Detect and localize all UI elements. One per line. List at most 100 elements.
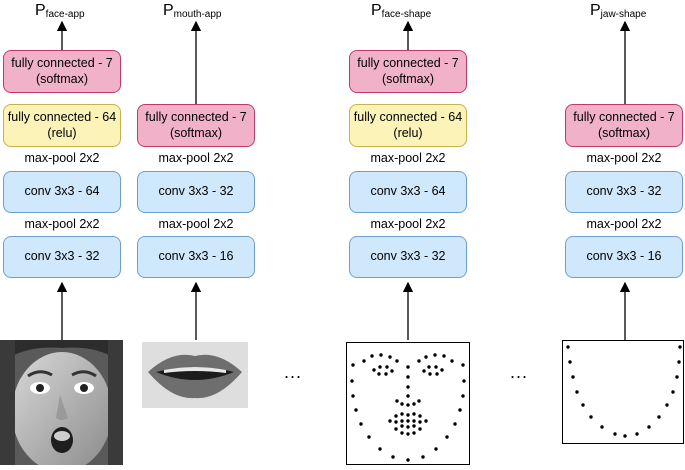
landmark-dot	[450, 359, 454, 363]
landmark-dot	[388, 419, 392, 423]
layer-fc7-softmax: fully connected - 7(softmax)	[3, 50, 121, 93]
landmark-dot	[390, 369, 394, 373]
face-landmarks-image	[346, 342, 470, 465]
landmark-dot	[657, 415, 661, 419]
maxpool-label: max-pool 2x2	[586, 151, 662, 165]
landmark-dot	[418, 420, 422, 424]
output-title-mouth-app: Pmouth-app	[163, 2, 222, 20]
landmark-dot	[406, 385, 410, 389]
landmark-dot	[406, 375, 410, 379]
landmark-dot	[445, 435, 449, 439]
landmark-dot	[412, 424, 416, 428]
landmark-dot	[677, 360, 681, 364]
layer-fc64-relu: fully connected - 64(relu)	[349, 104, 467, 147]
landmark-dot	[406, 365, 410, 369]
landmark-dot	[453, 422, 457, 426]
output-title-face-shape: Pface-shape	[371, 2, 432, 20]
output-title-face-app: Pface-app	[35, 2, 85, 20]
jaw-landmarks-image	[562, 340, 684, 444]
maxpool-label: max-pool 2x2	[158, 217, 234, 231]
landmark-dot	[367, 435, 371, 439]
landmark-dot	[406, 425, 410, 429]
landmark-dot	[406, 403, 410, 407]
landmark-dot	[566, 345, 570, 349]
landmark-dot	[351, 363, 355, 367]
maxpool-label: max-pool 2x2	[370, 151, 446, 165]
landmark-dot	[372, 368, 376, 372]
layer-fc7-softmax: fully connected - 7(softmax)	[349, 50, 467, 93]
landmark-dot	[461, 363, 465, 367]
landmark-dot	[406, 413, 410, 417]
landmark-dot	[435, 372, 439, 376]
maxpool-label: max-pool 2x2	[24, 217, 100, 231]
maxpool-label: max-pool 2x2	[158, 151, 234, 165]
layer-conv-32: conv 3x3 - 32	[565, 171, 683, 213]
landmark-dot	[440, 368, 444, 372]
landmark-dot	[581, 403, 585, 407]
landmark-dot	[400, 424, 404, 428]
landmark-dot	[362, 359, 366, 363]
layer-conv-32: conv 3x3 - 32	[3, 236, 121, 278]
landmark-dot	[350, 379, 354, 383]
landmark-dot	[395, 359, 399, 363]
landmark-dot	[370, 354, 374, 358]
landmark-dot	[412, 412, 416, 416]
layer-fc7-softmax: fully connected - 7(softmax)	[137, 104, 255, 147]
landmark-dot	[589, 415, 593, 419]
landmark-dot	[388, 355, 392, 359]
output-title-jaw-shape: Pjaw-shape	[590, 2, 647, 20]
layer-fc64-relu: fully connected - 64(relu)	[3, 104, 121, 147]
mouth-photo-image	[142, 342, 248, 408]
landmark-dot	[391, 455, 395, 459]
landmark-dot	[406, 394, 410, 398]
landmark-dot	[647, 425, 651, 429]
landmark-dot	[458, 408, 462, 412]
landmark-dot	[395, 399, 399, 403]
landmark-dot	[359, 422, 363, 426]
landmark-dot	[421, 455, 425, 459]
landmark-dot	[354, 408, 358, 412]
landmark-dot	[575, 390, 579, 394]
landmark-dot	[613, 432, 617, 436]
landmark-dot	[434, 365, 438, 369]
landmark-dot	[394, 427, 398, 431]
layer-conv-64: conv 3x3 - 64	[3, 171, 121, 213]
landmark-dot	[384, 372, 388, 376]
landmark-dot	[351, 394, 355, 398]
landmark-dot	[428, 372, 432, 376]
landmark-dot	[417, 399, 421, 403]
landmark-dot	[412, 402, 416, 406]
layer-conv-32: conv 3x3 - 32	[349, 236, 467, 278]
landmark-dot	[671, 390, 675, 394]
landmark-dot	[412, 419, 416, 423]
landmark-dot	[377, 372, 381, 376]
landmark-dot	[665, 403, 669, 407]
landmark-dot	[412, 431, 416, 435]
landmark-dot	[434, 447, 438, 451]
layer-conv-16: conv 3x3 - 16	[137, 236, 255, 278]
landmark-dot	[378, 365, 382, 369]
landmark-dot	[400, 402, 404, 406]
landmark-dot	[400, 412, 404, 416]
maxpool-label: max-pool 2x2	[24, 151, 100, 165]
landmark-dot	[394, 414, 398, 418]
landmark-dot	[406, 419, 410, 423]
landmark-dot	[424, 355, 428, 359]
landmark-dot	[406, 458, 410, 462]
landmark-dot	[623, 434, 627, 438]
landmark-dot	[422, 369, 426, 373]
landmark-dot	[378, 447, 382, 451]
landmark-dot	[424, 419, 428, 423]
landmark-dot	[461, 394, 465, 398]
landmark-dot	[400, 431, 404, 435]
landmark-dot	[571, 375, 575, 379]
face-photo-image	[0, 340, 123, 470]
layer-conv-64: conv 3x3 - 64	[349, 171, 467, 213]
landmark-dot	[379, 353, 383, 357]
landmark-dot	[417, 359, 421, 363]
landmark-dot	[394, 420, 398, 424]
landmark-dot	[462, 379, 466, 383]
landmark-dot	[406, 432, 410, 436]
ellipsis-1: ...	[284, 362, 303, 382]
